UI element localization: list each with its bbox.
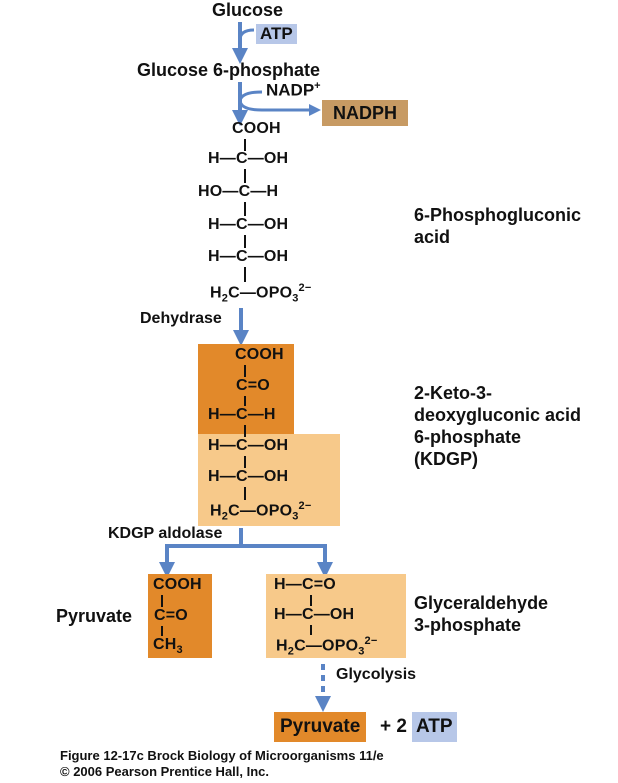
bond xyxy=(244,139,246,151)
bond xyxy=(244,235,246,248)
bond xyxy=(244,396,246,406)
gluconic-row-5: H2C—OPO32− xyxy=(210,282,312,305)
gluconic-row-0: COOH xyxy=(232,120,281,137)
kdgp-dark-region xyxy=(198,344,294,434)
bond xyxy=(161,595,163,607)
gluconic-row-1: H—C—OH xyxy=(208,150,289,167)
bond xyxy=(161,626,163,636)
glucose-6-phosphate-label: Glucose 6-phosphate xyxy=(137,60,321,80)
pyruvate-row-0: COOH xyxy=(153,576,202,593)
gluconic-row-4: H—C—OH xyxy=(208,248,289,265)
kdgp-row-0: COOH xyxy=(235,346,284,363)
atp-box: ATP xyxy=(256,24,297,44)
nadph-box: NADPH xyxy=(322,100,408,126)
kdgp-row-1: C=O xyxy=(236,377,270,394)
kdgp-row-4: H—C—OH xyxy=(208,468,289,485)
kdgp-aldolase-label: KDGP aldolase xyxy=(108,525,223,542)
bond xyxy=(244,267,246,282)
bond xyxy=(310,625,312,635)
bond xyxy=(310,595,312,606)
g3p-row-0: H—C=O xyxy=(274,576,336,593)
figure-caption: Figure 12-17c Brock Biology of Microorga… xyxy=(60,748,384,779)
kdgp-row-2: H—C—H xyxy=(208,406,276,423)
atp-final-box: ATP xyxy=(412,712,457,742)
gluconic-row-3: H—C—OH xyxy=(208,216,289,233)
kdgp-row-3: H—C—OH xyxy=(208,437,289,454)
bond xyxy=(244,487,246,500)
bond xyxy=(244,365,246,377)
nadph-arrow xyxy=(238,99,321,116)
bond xyxy=(244,202,246,216)
kdgp-row-5: H2C—OPO32− xyxy=(210,500,312,523)
nadp-curve xyxy=(238,90,263,103)
g3p-row-1: H—C—OH xyxy=(274,606,355,623)
pyruvate-box xyxy=(148,574,212,658)
pyruvate-label: Pyruvate xyxy=(56,606,133,626)
g3p-row-2: H2C—OPO32− xyxy=(276,635,378,658)
gluconic-row-2: HO—C—H xyxy=(198,183,279,200)
kdgp-light-region xyxy=(198,434,340,526)
atp-curve xyxy=(238,28,255,41)
plus-2: + 2 xyxy=(380,716,407,737)
pyruvate-row-1: C=O xyxy=(154,607,188,624)
bond xyxy=(244,425,246,437)
dehydrase-label: Dehydrase xyxy=(140,310,222,327)
pyruvate-row-2: CH3 xyxy=(153,636,183,657)
pyruvate-final-box: Pyruvate xyxy=(274,712,367,742)
g3p-box xyxy=(266,574,406,658)
glycolysis-label: Glycolysis xyxy=(336,666,417,683)
glucose-label: Glucose xyxy=(212,0,284,20)
bond xyxy=(244,456,246,468)
bond xyxy=(244,169,246,183)
nadp-label: NADP+ xyxy=(266,80,321,100)
